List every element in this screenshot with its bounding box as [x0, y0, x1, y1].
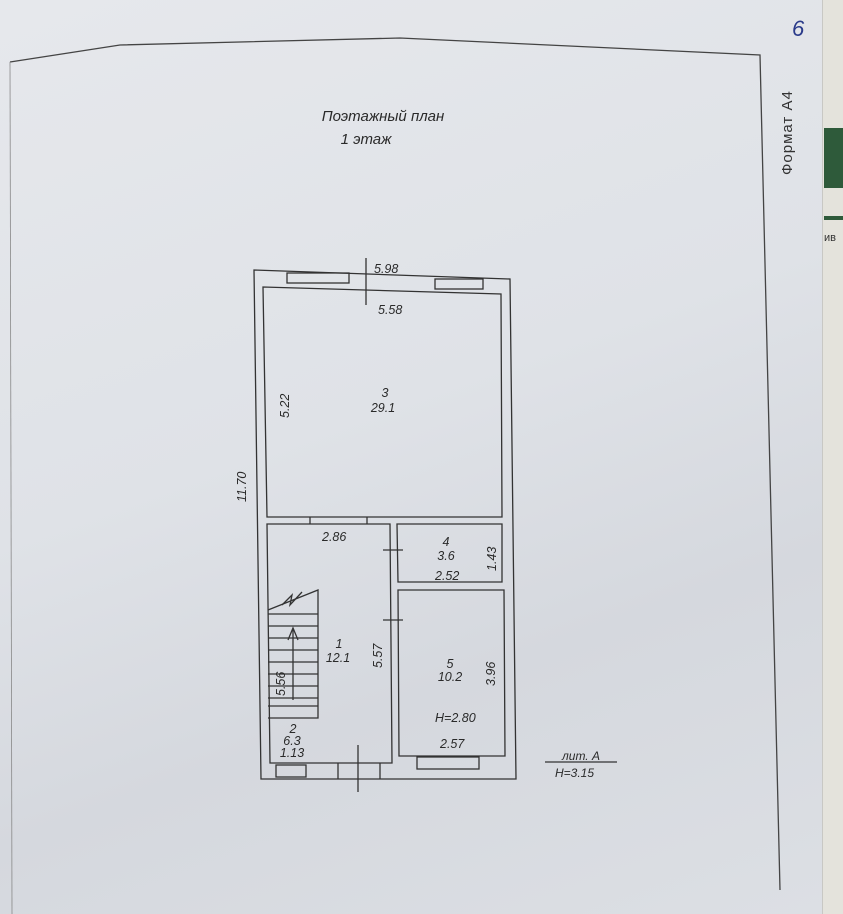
room3-length: 5.22: [278, 394, 292, 418]
window: [286, 272, 350, 284]
room2-number: 2: [289, 722, 297, 736]
sheet-frame-left: [9, 61, 13, 914]
green-line-fragment: [824, 216, 843, 220]
format-label: Формат А4: [779, 90, 796, 175]
green-logo-fragment: [824, 128, 843, 188]
room5-area: 10.2: [438, 670, 462, 684]
room1-width: 2.86: [321, 530, 346, 544]
plan-title: Поэтажный план: [322, 108, 445, 125]
page-number: 6: [792, 16, 805, 41]
room3-number: 3: [382, 386, 389, 400]
room2-length: 5.56: [274, 672, 288, 696]
room-5: [397, 589, 506, 757]
dim-outer-length: 11.70: [235, 472, 249, 502]
room-1: [266, 523, 393, 764]
room5-number: 5: [447, 657, 454, 671]
room3-area: 29.1: [370, 401, 395, 415]
building-height: H=3.15: [555, 766, 594, 780]
room4-length: 1.43: [485, 547, 499, 571]
room2-area: 6.3: [283, 734, 300, 748]
room1-length: 5.57: [371, 643, 385, 668]
side-text-fragment: ив: [824, 232, 836, 244]
room3-width: 5.58: [378, 303, 402, 317]
floor-label: 1 этаж: [341, 131, 393, 148]
room5-length: 3.96: [484, 662, 498, 686]
room1-number: 1: [336, 637, 343, 651]
room5-width: 2.57: [439, 737, 465, 751]
room4-area: 3.6: [437, 549, 454, 563]
litera-label: лит. А: [561, 749, 600, 763]
sheet-frame: [9, 37, 781, 891]
room-4: [396, 523, 503, 583]
document-sheet: [0, 0, 822, 914]
room5-height: H=2.80: [435, 711, 476, 725]
outer-wall: [253, 269, 517, 780]
window: [416, 756, 480, 770]
adjacent-page: [822, 0, 843, 914]
window: [275, 764, 307, 778]
window: [434, 278, 484, 290]
room-3: [262, 286, 503, 518]
dim-outer-width: 5.98: [374, 262, 398, 276]
room2-width: 1.13: [280, 746, 304, 760]
room4-width: 2.52: [434, 569, 459, 583]
room4-number: 4: [443, 535, 450, 549]
room1-area: 12.1: [326, 651, 350, 665]
